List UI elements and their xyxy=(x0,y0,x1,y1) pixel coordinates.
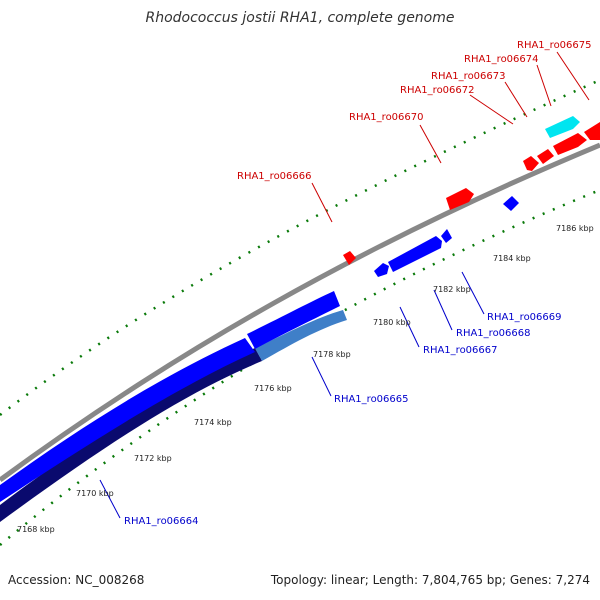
leader-RHA1_ro06675 xyxy=(556,51,590,101)
label-RHA1_ro06667: RHA1_ro06667 xyxy=(423,345,498,356)
gene-RHA1_ro06675 xyxy=(584,122,600,140)
kbp-label: 7186 kbp xyxy=(556,224,594,233)
gene-RHA1_ro06673 xyxy=(537,149,554,164)
gene-RHA1_ro06665 xyxy=(0,338,255,502)
leader-RHA1_ro06668 xyxy=(433,289,453,331)
gene-RHA1_ro06668 xyxy=(388,236,442,272)
leader-RHA1_ro06669 xyxy=(461,271,485,315)
label-RHA1_ro06673: RHA1_ro06673 xyxy=(431,71,506,82)
label-RHA1_ro06664: RHA1_ro06664 xyxy=(124,516,199,527)
gene-RHA1_ro06664-light xyxy=(255,310,347,361)
gene-RHA1_ro06670 xyxy=(446,188,474,210)
leader-RHA1_ro06673 xyxy=(504,81,528,118)
kbp-label: 7176 kbp xyxy=(254,384,292,393)
kbp-label: 7178 kbp xyxy=(313,350,351,359)
label-RHA1_ro06675: RHA1_ro06675 xyxy=(517,40,592,51)
kbp-label: 7184 kbp xyxy=(493,254,531,263)
kbp-label: 7168 kbp xyxy=(17,525,55,534)
genome-backbone xyxy=(0,142,600,483)
kbp-label: 7174 kbp xyxy=(194,418,232,427)
leader-RHA1_ro06666 xyxy=(311,182,333,223)
gene-RHA1_ro06664-dark xyxy=(0,348,262,522)
gene-RHA1_ro06674 xyxy=(553,133,587,155)
gene-RHA1_ro06666 xyxy=(343,251,356,265)
label-RHA1_ro06665: RHA1_ro06665 xyxy=(334,394,409,405)
label-RHA1_ro06672: RHA1_ro06672 xyxy=(400,85,475,96)
kbp-label: 7170 kbp xyxy=(76,489,114,498)
kbp-label: 7182 kbp xyxy=(433,285,471,294)
leader-RHA1_ro06672 xyxy=(469,94,514,125)
leader-RHA1_ro06664 xyxy=(99,479,121,519)
map-title: Rhodococcus jostii RHA1, complete genome xyxy=(145,10,455,26)
kbp-label: 7172 kbp xyxy=(134,454,172,463)
gene-RHA1_ro06665-b xyxy=(247,291,340,349)
leader-RHA1_ro06670 xyxy=(419,124,442,164)
leader-RHA1_ro06665 xyxy=(311,356,332,397)
label-RHA1_ro06668: RHA1_ro06668 xyxy=(456,328,531,339)
gene-RHA1_ro06675-cyan xyxy=(545,116,580,138)
gene-RHA1_ro06669-a xyxy=(441,229,452,243)
forward-tick-track xyxy=(0,78,600,416)
gene-RHA1_ro06669-b xyxy=(503,196,519,211)
kbp-label: 7180 kbp xyxy=(373,318,411,327)
label-RHA1_ro06669: RHA1_ro06669 xyxy=(487,312,562,323)
gene-RHA1_ro06672 xyxy=(523,156,539,171)
gene-RHA1_ro06667 xyxy=(374,263,389,277)
label-RHA1_ro06674: RHA1_ro06674 xyxy=(464,54,539,65)
genome-summary-text: Topology: linear; Length: 7,804,765 bp; … xyxy=(270,573,590,587)
label-RHA1_ro06666: RHA1_ro06666 xyxy=(237,171,312,182)
leader-RHA1_ro06674 xyxy=(536,64,552,107)
label-RHA1_ro06670: RHA1_ro06670 xyxy=(349,112,424,123)
leader-RHA1_ro06667 xyxy=(399,306,420,348)
accession-text: Accession: NC_008268 xyxy=(8,573,145,587)
